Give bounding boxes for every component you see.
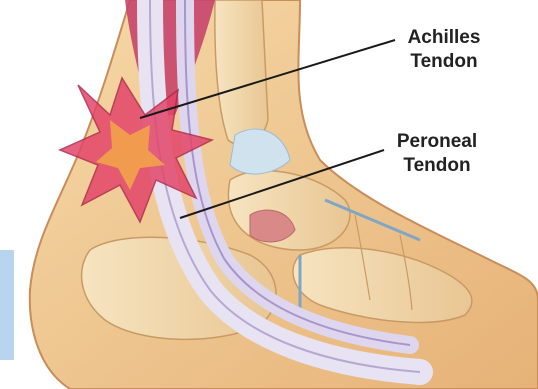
side-color-strip xyxy=(0,250,14,360)
achilles-label-line2: Tendon xyxy=(389,50,499,74)
peroneal-label-line1: Peroneal xyxy=(378,130,496,154)
peroneal-label-line2: Tendon xyxy=(378,154,496,178)
peroneal-tendon-label: Peroneal Tendon xyxy=(378,130,496,178)
achilles-tendon-label: Achilles Tendon xyxy=(389,26,499,74)
achilles-label-line1: Achilles xyxy=(389,26,499,50)
